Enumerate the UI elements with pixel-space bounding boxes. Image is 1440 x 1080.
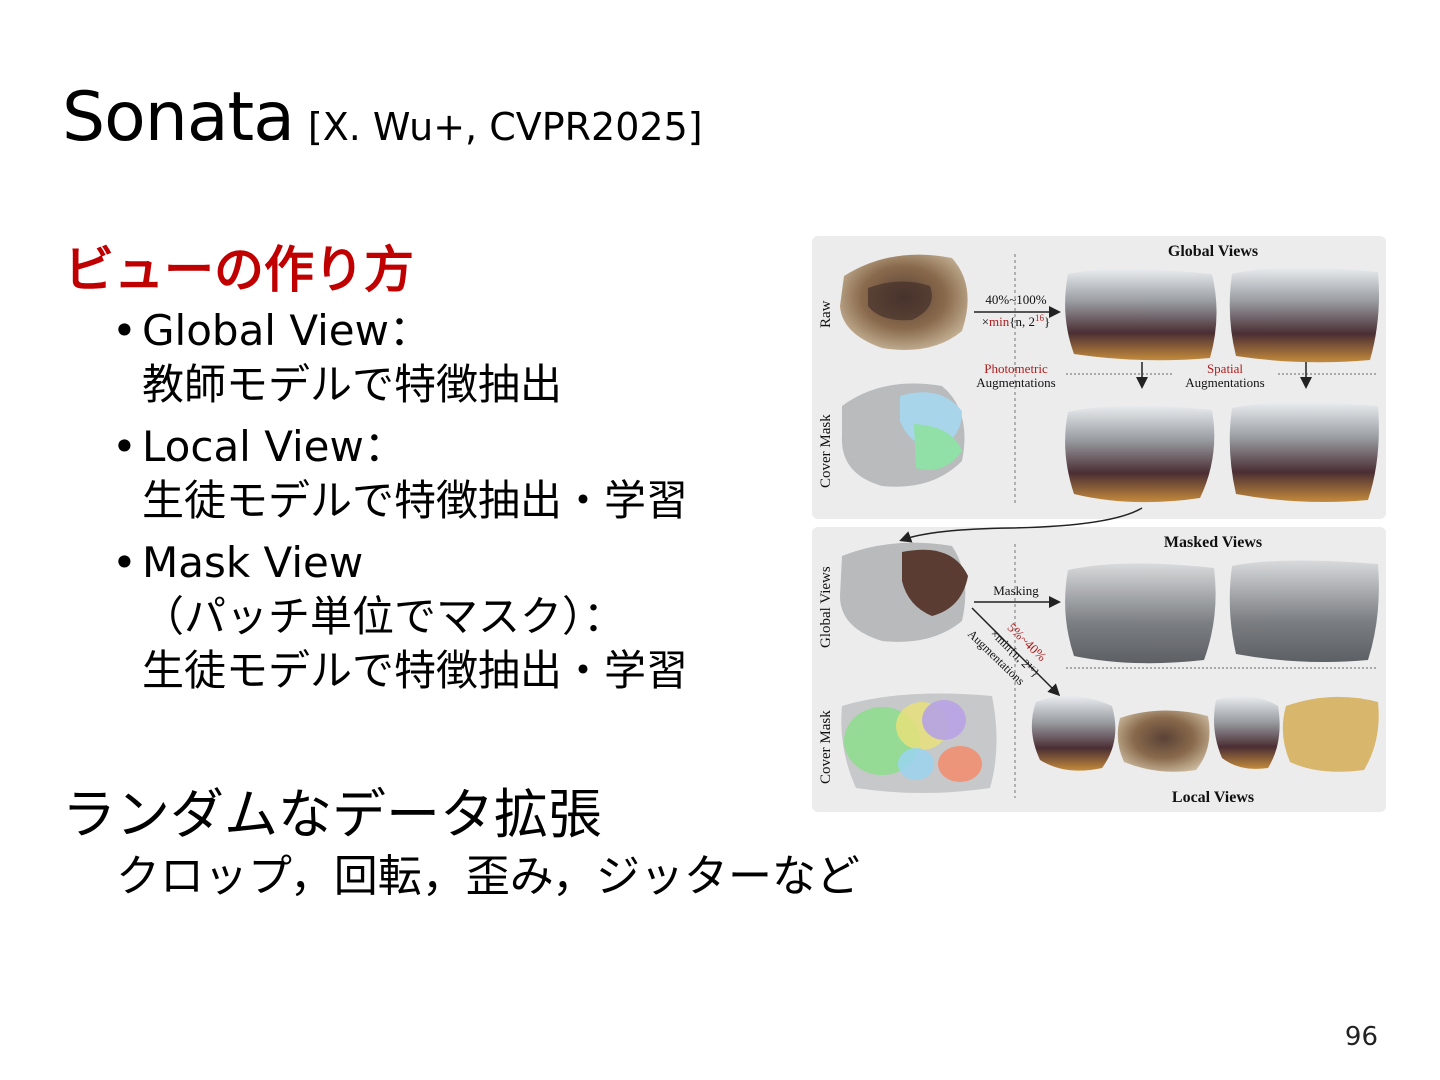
- global-view-image-1: [1065, 269, 1217, 361]
- bullet-local-view: • Local View： 生徒モデルで特徴抽出・学習: [112, 420, 688, 528]
- global-view-image-2: [1229, 267, 1379, 363]
- bullet-line: （パッチ単位でマスク）：: [142, 592, 626, 641]
- crop-min: ×min{n, 216}: [982, 313, 1051, 329]
- title-citation: [X. Wu+, CVPR2025]: [307, 105, 703, 149]
- bullet-dot: •: [112, 422, 137, 471]
- spatial-aug-label: Augmentations: [1185, 375, 1264, 390]
- slide-title: Sonata [X. Wu+, CVPR2025]: [62, 78, 703, 157]
- crop-ratio: 40%~100%: [985, 292, 1046, 307]
- augmented-view-image-1: [1065, 405, 1215, 503]
- masked-views-title: Masked Views: [1164, 534, 1262, 551]
- augmentation-title: ランダムなデータ拡張: [62, 783, 602, 846]
- local-view-image-3: [1214, 696, 1280, 769]
- global-views-side-label: Global Views: [818, 566, 834, 648]
- photometric-label: Photometric: [984, 361, 1048, 376]
- cover-mask-label-bottom: Cover Mask: [818, 710, 834, 784]
- bullet-mask-view: • Mask View （パッチ単位でマスク）： 生徒モデルで特徴抽出・学習: [112, 536, 688, 698]
- bullet-global-view: • Global View： 教師モデルで特徴抽出: [112, 304, 688, 412]
- raw-label: Raw: [818, 300, 834, 328]
- bullet-line: 生徒モデルで特徴抽出・学習: [142, 476, 689, 525]
- bullet-dot: •: [112, 306, 137, 355]
- bullet-line: 教師モデルで特徴抽出: [142, 360, 563, 409]
- bullet-line: Global View：: [142, 306, 431, 355]
- global-views-title: Global Views: [1168, 243, 1258, 260]
- page-number: 96: [1344, 1022, 1378, 1052]
- bullet-line: Local View：: [142, 422, 406, 471]
- augmented-view-image-2: [1229, 402, 1379, 502]
- title-main: Sonata: [62, 78, 295, 157]
- masked-view-image-1: [1065, 563, 1216, 664]
- local-view-image-4: [1282, 696, 1379, 772]
- bullet-line: 生徒モデルで特徴抽出・学習: [142, 646, 689, 695]
- masking-label: Masking: [993, 583, 1039, 598]
- photometric-aug-label: Augmentations: [976, 375, 1055, 390]
- local-view-image-2: [1117, 710, 1210, 772]
- spatial-label: Spatial: [1207, 361, 1243, 376]
- cover-mask-label-top: Cover Mask: [818, 414, 834, 488]
- section-heading: ビューの作り方: [64, 241, 414, 299]
- bullet-dot: •: [112, 538, 137, 587]
- local-views-title: Local Views: [1172, 789, 1254, 806]
- bullet-list: • Global View： 教師モデルで特徴抽出 • Local View： …: [112, 304, 688, 706]
- augmentation-body: クロップ，回転，歪み，ジッターなど: [116, 851, 861, 902]
- sonata-view-figure: Global Views Raw Cover Mask 40%~100% ×mi…: [812, 236, 1386, 812]
- masked-view-image-2: [1229, 560, 1379, 662]
- bullet-line: Mask View: [142, 538, 364, 587]
- local-view-image-1: [1031, 695, 1116, 771]
